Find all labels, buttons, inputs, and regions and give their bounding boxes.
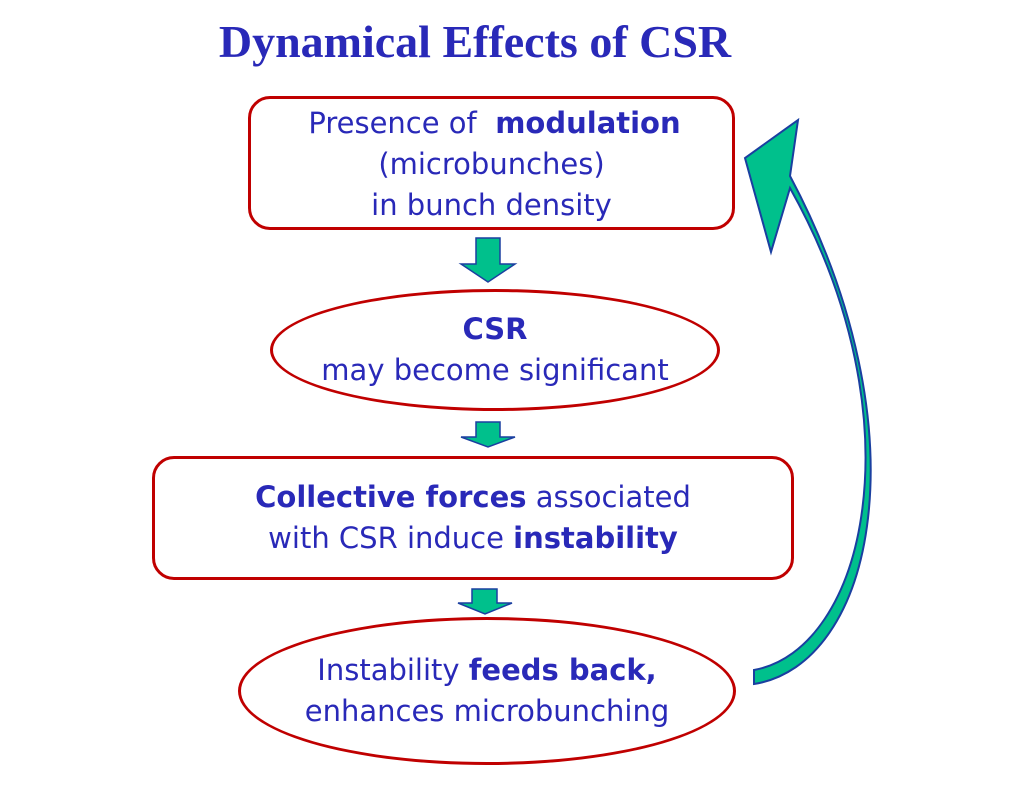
emphasis-text: Collective forces: [255, 480, 527, 514]
emphasis-text: feeds back,: [468, 653, 657, 687]
node-text-line: with CSR induce instability: [268, 518, 678, 559]
node-text-line: Collective forces associated: [255, 477, 691, 518]
node-text: (microbunches): [378, 146, 605, 181]
emphasis-text: modulation: [495, 105, 681, 140]
node-text: in bunch density: [371, 187, 612, 222]
down-arrow-icon: [460, 421, 516, 448]
emphasis-text: instability: [513, 521, 678, 555]
curved-feedback-arrow-icon: [743, 117, 872, 686]
node-csr: CSR may become significant: [270, 289, 720, 411]
down-arrow-icon: [458, 237, 518, 283]
node-text: Presence of: [308, 105, 496, 140]
node-modulation: Presence of modulation(microbunches)in b…: [248, 96, 735, 230]
node-text: may become significant: [321, 353, 669, 387]
node-text-line: CSR: [462, 309, 527, 350]
diagram-title: Dynamical Effects of CSR: [218, 16, 732, 67]
node-text: enhances microbunching: [304, 694, 670, 728]
node-text: associated: [526, 480, 691, 514]
node-text: Instability: [317, 653, 469, 687]
down-arrow-icon: [457, 588, 513, 615]
node-text: with CSR induce: [268, 521, 514, 555]
node-text-line: in bunch density: [371, 185, 612, 226]
emphasis-text: CSR: [462, 312, 528, 346]
node-text-line: enhances microbunching: [305, 691, 669, 732]
node-text-line: (microbunches): [378, 144, 604, 185]
node-feedback: Instability feeds back,enhances microbun…: [238, 617, 736, 765]
node-text-line: Presence of modulation: [308, 103, 680, 144]
node-text-line: Instability feeds back,: [317, 650, 656, 691]
node-text-line: may become significant: [321, 350, 668, 391]
